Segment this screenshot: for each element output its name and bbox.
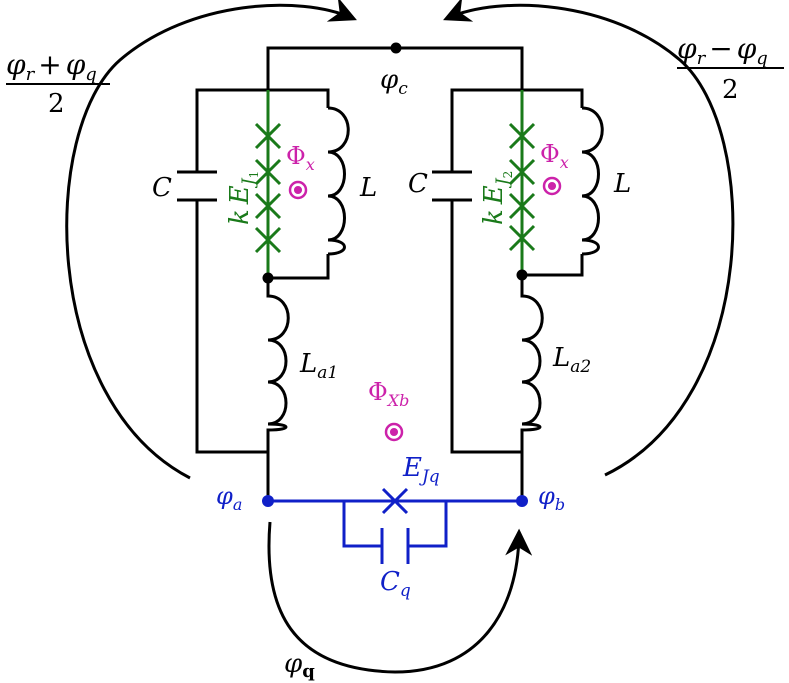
cq-wire-left bbox=[342, 501, 382, 548]
la2-coil bbox=[520, 275, 544, 500]
top-right-fraction: φr−φq 2 bbox=[677, 32, 784, 105]
svg-text:2: 2 bbox=[722, 75, 739, 105]
flux-right-symbol bbox=[542, 176, 562, 196]
ind-left-label: L bbox=[359, 173, 377, 203]
node-b-label: φb bbox=[538, 482, 565, 514]
ind-right-label: L bbox=[613, 169, 631, 199]
left-phase-arc bbox=[65, 0, 357, 480]
right-outer-wire bbox=[450, 88, 522, 172]
top-left-fraction: φr+φq 2 bbox=[6, 48, 110, 119]
right-phase-arc bbox=[443, 0, 735, 477]
flux-left-symbol bbox=[288, 180, 308, 200]
svg-text:φr+φq: φr+φq bbox=[6, 48, 97, 85]
left-cap-bottom-wire bbox=[195, 200, 268, 454]
la1-coil bbox=[266, 278, 290, 500]
left-junction-array bbox=[254, 122, 282, 254]
qubit-junction bbox=[381, 487, 409, 515]
flux-center-label: ΦXb bbox=[368, 378, 409, 410]
node-a-dot bbox=[262, 495, 274, 507]
ejq-label: EJq bbox=[402, 453, 440, 487]
array-left-label: kEJ1 bbox=[225, 171, 261, 225]
node-c-label: φc bbox=[380, 65, 408, 99]
la2-label: La2 bbox=[552, 343, 591, 377]
left-outer-wire bbox=[195, 88, 268, 172]
node-b-dot bbox=[516, 495, 528, 507]
svg-text:φr−φq: φr−φq bbox=[677, 32, 768, 69]
flux-right-label: Φx bbox=[540, 140, 569, 172]
array-right-label: kEJ2 bbox=[479, 171, 515, 225]
bottom-phase-label: φq bbox=[284, 649, 315, 682]
bottom-phase-arc bbox=[267, 521, 533, 674]
cap-right-label: C bbox=[408, 169, 428, 199]
cq-label: Cq bbox=[380, 567, 411, 601]
left-L-wire-top bbox=[268, 88, 330, 108]
right-L-wire-top bbox=[522, 88, 584, 108]
right-L-wire-bottom bbox=[522, 254, 584, 277]
node-c-dot bbox=[390, 42, 402, 54]
left-L-wire-bottom bbox=[268, 254, 330, 280]
right-junction-array bbox=[508, 122, 536, 252]
la1-label: La1 bbox=[299, 349, 338, 383]
cq-wire-right bbox=[408, 501, 448, 548]
right-cap-bottom-wire bbox=[450, 200, 522, 454]
node-a-label: φa bbox=[216, 482, 242, 514]
flux-center-symbol bbox=[384, 422, 404, 442]
flux-left-label: Φx bbox=[286, 142, 315, 174]
svg-text:2: 2 bbox=[48, 89, 65, 119]
right-L-coil bbox=[581, 106, 604, 256]
cap-left-label: C bbox=[152, 173, 172, 203]
left-L-coil bbox=[327, 106, 350, 256]
